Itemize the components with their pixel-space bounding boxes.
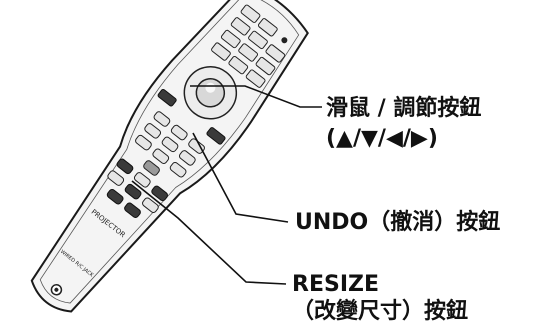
remote-inner-outline (39, 0, 300, 304)
lower-button[interactable] (106, 188, 124, 205)
lower-button[interactable] (133, 171, 151, 188)
lower-button[interactable] (123, 202, 141, 219)
resize-label-title: RESIZE (292, 272, 379, 297)
grid-button[interactable] (178, 149, 196, 166)
mouse-adjust-pad[interactable] (174, 56, 247, 129)
grid-button[interactable] (153, 111, 171, 128)
grid-button[interactable] (161, 136, 179, 153)
left-side-dark-button[interactable] (157, 88, 177, 107)
top-button[interactable] (240, 4, 261, 23)
lower-button[interactable] (124, 183, 142, 200)
callout-line-undo (192, 132, 289, 223)
grid-button[interactable] (170, 124, 188, 141)
middle-button-grid (134, 111, 205, 178)
grid-button[interactable] (169, 161, 187, 178)
callout-line-resize (131, 180, 287, 285)
lower-button[interactable] (151, 185, 169, 202)
remote-control: PROJECTOR WIRED R/C JACK (30, 0, 309, 313)
arrow-keys-label: (▲/▼/◀/▶) (326, 126, 438, 151)
resize-button[interactable] (142, 160, 160, 177)
grid-button[interactable] (134, 134, 152, 151)
top-button[interactable] (245, 69, 266, 88)
top-button[interactable] (211, 42, 231, 61)
lower-button[interactable] (141, 197, 159, 214)
top-button[interactable] (230, 17, 251, 36)
top-button[interactable] (220, 29, 241, 49)
lower-button-grid (106, 158, 169, 219)
wired-jack-hole (54, 287, 59, 292)
top-button[interactable] (228, 55, 249, 75)
top-button[interactable] (238, 43, 258, 62)
resize-label-description: （改變尺寸）按鈕 (292, 299, 469, 324)
top-button[interactable] (248, 30, 268, 50)
undo-label: UNDO（撤消）按鈕 (295, 210, 501, 235)
lower-button[interactable] (116, 158, 134, 175)
undo-button[interactable] (206, 127, 226, 145)
top-button-block (211, 4, 288, 88)
mouse-adjust-label: 滑鼠 / 調節按鈕 (326, 96, 482, 121)
top-button[interactable] (265, 44, 286, 63)
grid-button[interactable] (152, 148, 170, 165)
indicator-light (281, 37, 288, 44)
lower-button[interactable] (107, 170, 125, 187)
top-button[interactable] (255, 56, 276, 76)
top-button[interactable] (257, 18, 278, 37)
grid-button[interactable] (144, 122, 162, 139)
callout-line-mouse (190, 85, 322, 108)
